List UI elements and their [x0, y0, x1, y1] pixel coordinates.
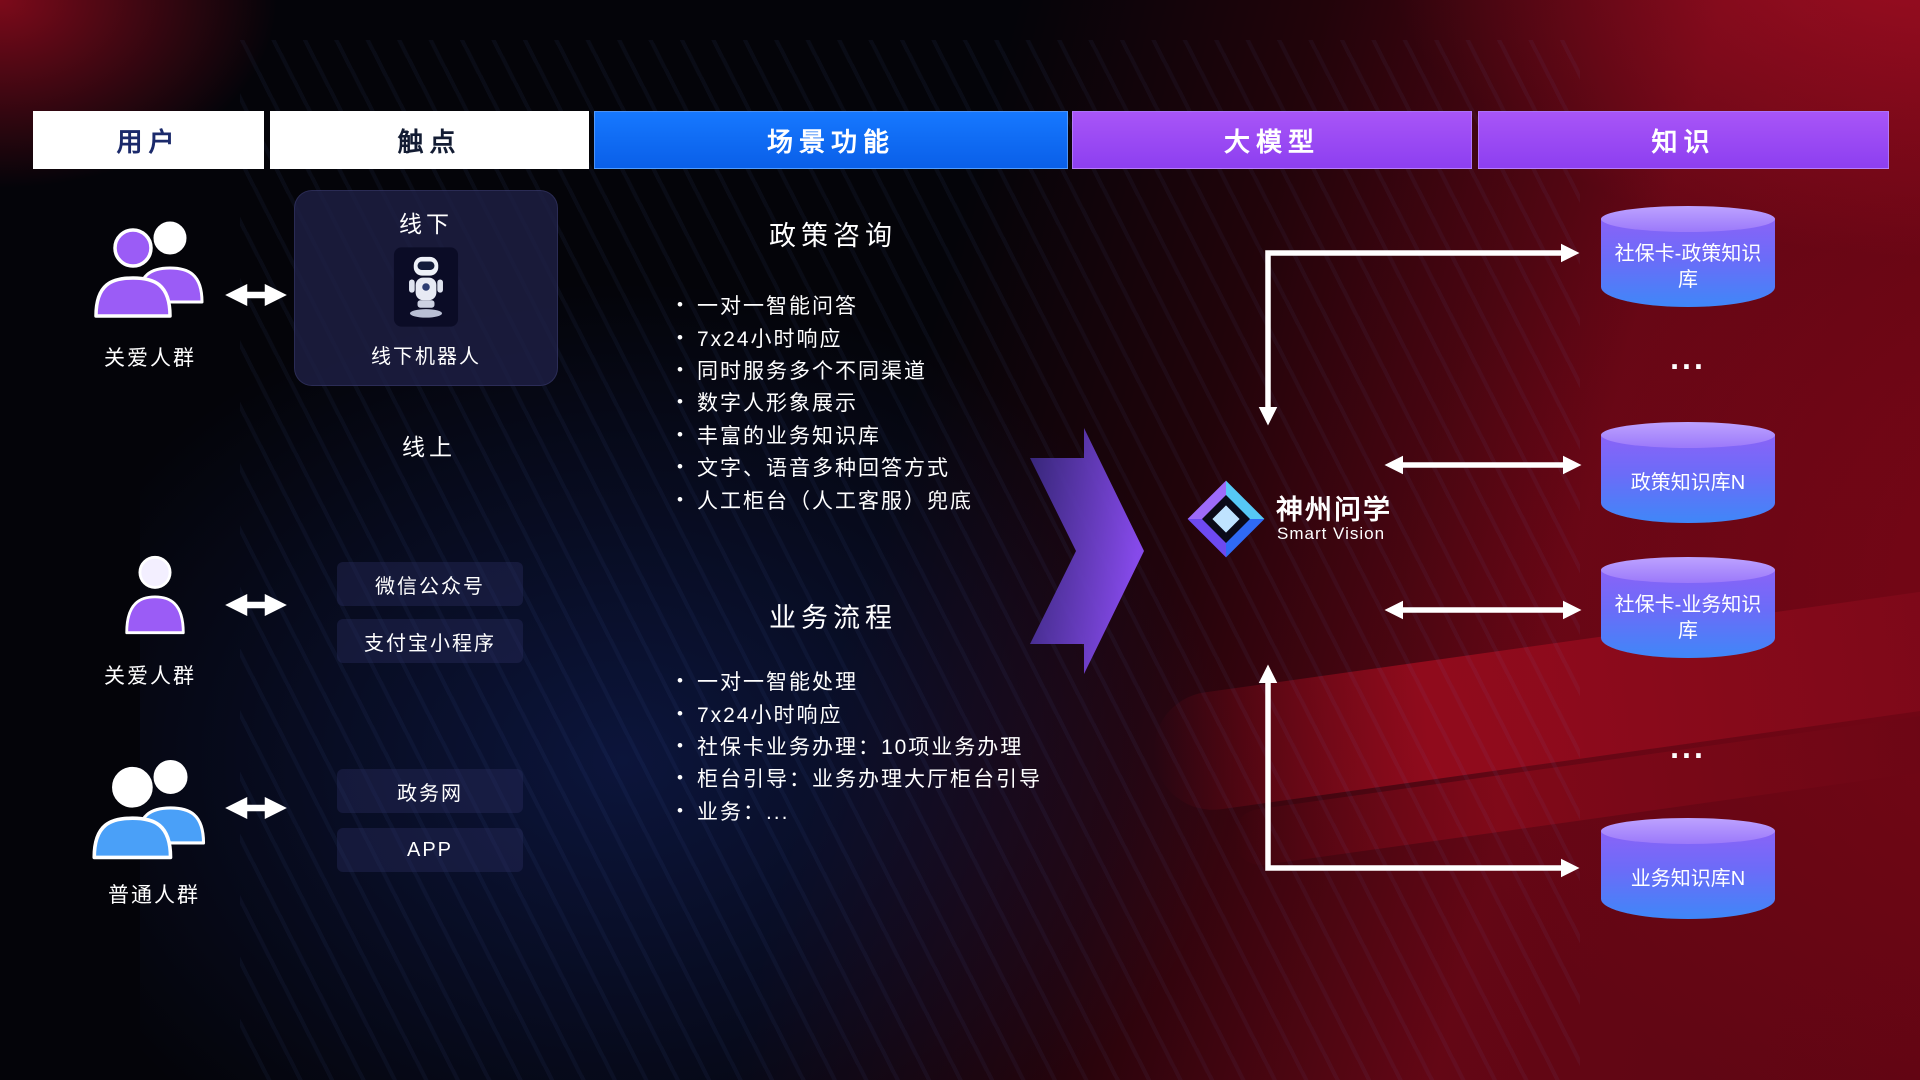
offline-title: 线下	[399, 211, 453, 237]
channel-alipay-miniprogram: 支付宝小程序	[337, 619, 523, 663]
person-icon	[122, 551, 188, 644]
ellipsis-more-dbs: ...	[1670, 340, 1706, 376]
knowledge-db-label: 政策知识库N	[1601, 435, 1775, 523]
offline-touchpoint-card: 线下 线下机器人	[294, 190, 558, 386]
scene-title-policy: 政策咨询	[769, 221, 897, 251]
big-right-arrow-icon	[1030, 428, 1144, 679]
ellipsis-more-dbs: ...	[1670, 729, 1706, 765]
scene-bullet-item: 数字人形象展示	[677, 386, 973, 418]
knowledge-db-label: 社保卡-业务知识库	[1601, 570, 1775, 658]
scene-bullet-item: 业务：...	[677, 795, 1042, 827]
scene-bullet-item: 柜台引导：业务办理大厅柜台引导	[677, 762, 1042, 794]
cylinder-top	[1601, 206, 1775, 232]
offline-caption: 线下机器人	[371, 346, 481, 368]
column-header-knowledge: 知识	[1478, 111, 1889, 169]
channel-wechat-official: 微信公众号	[337, 562, 523, 606]
scene-bullet-item: 7x24小时响应	[677, 697, 1042, 729]
model-name: 神州问学	[1276, 495, 1392, 525]
scene-title-business: 业务流程	[769, 603, 897, 633]
channel-gov-portal: 政务网	[337, 769, 523, 813]
robot-icon	[393, 246, 459, 333]
diamond-logo-icon	[1186, 479, 1266, 564]
user-general-label: 普通人群	[108, 884, 200, 907]
scene-list-business: 一对一智能处理 7x24小时响应 社保卡业务办理：10项业务办理 柜台引导：业务…	[677, 665, 1042, 827]
group-icon	[88, 212, 218, 335]
scene-bullet-item: 7x24小时响应	[677, 321, 973, 353]
scene-bullet-item: 社保卡业务办理：10项业务办理	[677, 730, 1042, 762]
knowledge-db-cylinder: 社保卡-业务知识库	[1601, 557, 1775, 658]
group-icon	[86, 750, 220, 877]
online-label: 线上	[402, 434, 456, 460]
cylinder-top	[1601, 557, 1775, 583]
cylinder-top	[1601, 422, 1775, 448]
scene-list-policy: 一对一智能问答 7x24小时响应 同时服务多个不同渠道 数字人形象展示 丰富的业…	[677, 289, 973, 516]
column-header-touchpoints: 触点	[270, 111, 589, 169]
column-header-model: 大模型	[1072, 111, 1472, 169]
scene-bullet-item: 一对一智能处理	[677, 665, 1042, 697]
cylinder-top	[1601, 818, 1775, 844]
scene-bullet-item: 丰富的业务知识库	[677, 419, 973, 451]
knowledge-db-label: 业务知识库N	[1601, 831, 1775, 919]
scene-bullet-item: 一对一智能问答	[677, 289, 973, 321]
user-group-label: 关爱人群	[104, 347, 196, 370]
channel-app: APP	[337, 828, 523, 872]
knowledge-db-cylinder: 业务知识库N	[1601, 818, 1775, 919]
column-header-scenes: 场景功能	[594, 111, 1068, 169]
knowledge-db-cylinder: 社保卡-政策知识库	[1601, 206, 1775, 307]
scene-bullet-item: 人工柜台（人工客服）兜底	[677, 483, 973, 515]
knowledge-db-cylinder: 政策知识库N	[1601, 422, 1775, 523]
scene-bullet-item: 同时服务多个不同渠道	[677, 354, 973, 386]
knowledge-db-label: 社保卡-政策知识库	[1601, 219, 1775, 307]
user-single-label: 关爱人群	[104, 665, 196, 688]
column-header-users: 用户	[33, 111, 264, 169]
scene-bullet-item: 文字、语音多种回答方式	[677, 451, 973, 483]
model-subtitle: Smart Vision	[1277, 524, 1386, 543]
